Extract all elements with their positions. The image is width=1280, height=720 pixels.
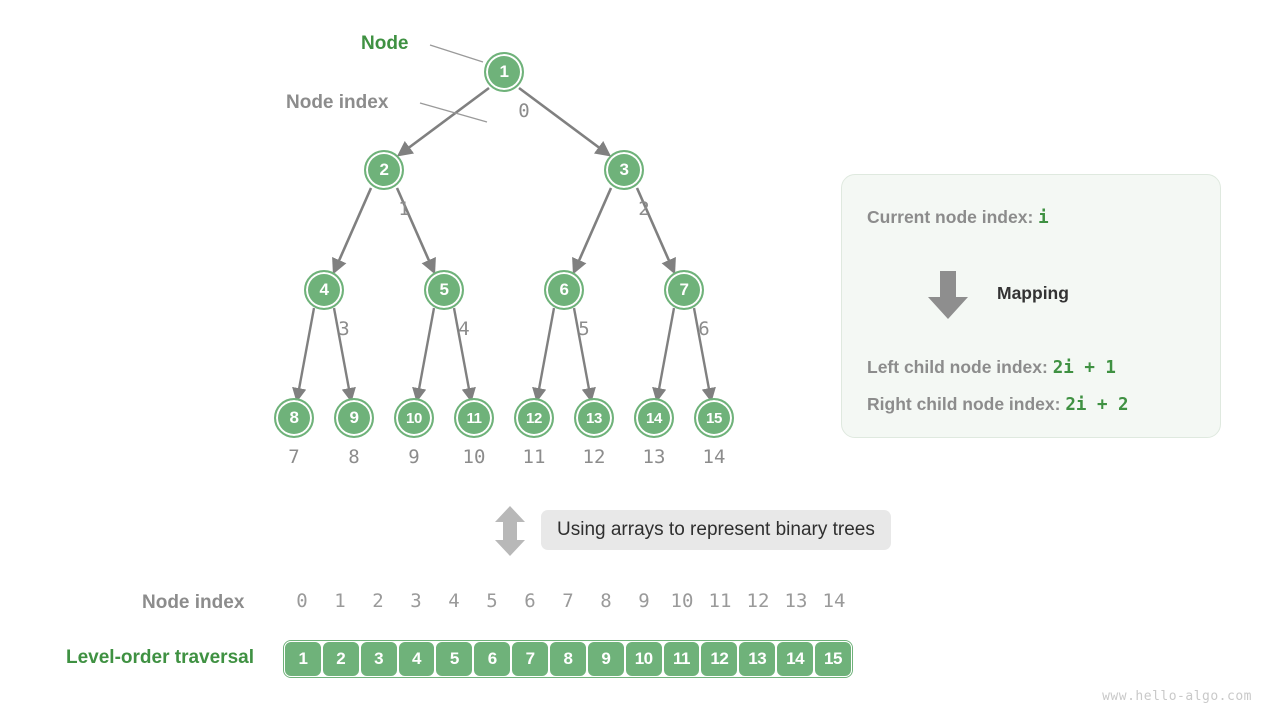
watermark: www.hello-algo.com [1102,689,1252,704]
tree-node-index-5: 5 [578,318,590,340]
leader-line-node [429,44,484,63]
array-value-cell: 10 [624,641,663,677]
tree-node-7: 7 [664,270,704,310]
array-index-cell: 8 [600,590,612,612]
array-index-cell: 3 [410,590,422,612]
legend-mapping-label: Mapping [997,283,1069,303]
array-value-cell: 2 [321,641,360,677]
tree-node-6: 6 [544,270,584,310]
legend-left-child-label: Left child node index [867,357,1043,377]
array-value-cell: 14 [776,641,815,677]
array-index-cell: 12 [746,590,770,612]
array-value-cell: 9 [586,641,625,677]
tree-node-15: 15 [694,398,734,438]
array-index-cell: 14 [822,590,846,612]
legend-left-child-line: Left child node index: 2i + 1 [867,357,1116,378]
legend-current-index-line: Current node index: i [867,207,1049,228]
tree-node-8: 8 [274,398,314,438]
tree-node-index-10: 10 [462,446,486,468]
tree-node-index-2: 2 [638,198,650,220]
legend-current-index-value: i [1038,208,1049,228]
legend-right-child-value: 2i + 2 [1065,395,1129,415]
tree-node-13: 13 [574,398,614,438]
tree-node-index-1: 1 [398,198,410,220]
tree-node-index-0: 0 [518,100,530,122]
array-value-cell: 12 [700,641,739,677]
tree-node-index-6: 6 [698,318,710,340]
tree-node-12: 12 [514,398,554,438]
array-index-cell: 6 [524,590,536,612]
array-value-cell: 8 [549,641,587,677]
tree-node-index-13: 13 [642,446,666,468]
legend-right-child-line: Right child node index: 2i + 2 [867,394,1129,415]
leader-line-node-index [419,102,488,123]
legend-right-child-label: Right child node index [867,394,1055,414]
tree-node-10: 10 [394,398,434,438]
tree-node-index-12: 12 [582,446,606,468]
array-value-cell: 15 [814,641,852,677]
up-down-arrow-icon [495,506,525,556]
mapping-down-arrow-icon [928,271,968,319]
mapping-legend-panel: Current node index: i Mapping Left child… [841,174,1221,438]
array-value-cell: 5 [435,641,474,677]
banner-using-arrays: Using arrays to represent binary trees [541,510,891,550]
tree-node-3: 3 [604,150,644,190]
array-index-cell: 1 [334,590,346,612]
banner-text: Using arrays to represent binary trees [557,519,875,540]
tree-node-2: 2 [364,150,404,190]
array-value-cell: 3 [359,641,398,677]
tree-node-index-4: 4 [458,318,470,340]
array-index-cell: 7 [562,590,574,612]
tree-node-index-14: 14 [702,446,726,468]
tree-node-1: 1 [484,52,524,92]
tree-node-index-9: 9 [408,446,420,468]
array-value-cell: 6 [473,641,512,677]
annotation-node: Node [361,33,409,54]
tree-node-index-8: 8 [348,446,360,468]
array-index-cell: 13 [784,590,808,612]
array-value-cell: 7 [511,641,550,677]
array-value-cell: 13 [738,641,777,677]
tree-node-index-11: 11 [522,446,546,468]
array-index-cell: 4 [448,590,460,612]
array-index-cell: 5 [486,590,498,612]
tree-node-index-7: 7 [288,446,300,468]
tree-node-index-3: 3 [338,318,350,340]
tree-node-4: 4 [304,270,344,310]
array-index-cell: 9 [638,590,650,612]
tree-node-5: 5 [424,270,464,310]
tree-node-9: 9 [334,398,374,438]
array-value-cell: 4 [397,641,436,677]
array-value-cell: 1 [284,641,322,677]
legend-left-child-value: 2i + 1 [1052,358,1116,378]
bottom-node-index-label: Node index [142,592,245,613]
array-index-cell: 10 [670,590,694,612]
array-value-cell: 11 [662,641,701,677]
array-index-cell: 2 [372,590,384,612]
bottom-level-order-label: Level-order traversal [66,647,254,668]
tree-node-11: 11 [454,398,494,438]
annotation-node-index: Node index [286,92,389,113]
array-index-cell: 11 [708,590,732,612]
tree-node-14: 14 [634,398,674,438]
array-index-cell: 0 [296,590,308,612]
legend-current-index-label: Current node index [867,207,1028,227]
